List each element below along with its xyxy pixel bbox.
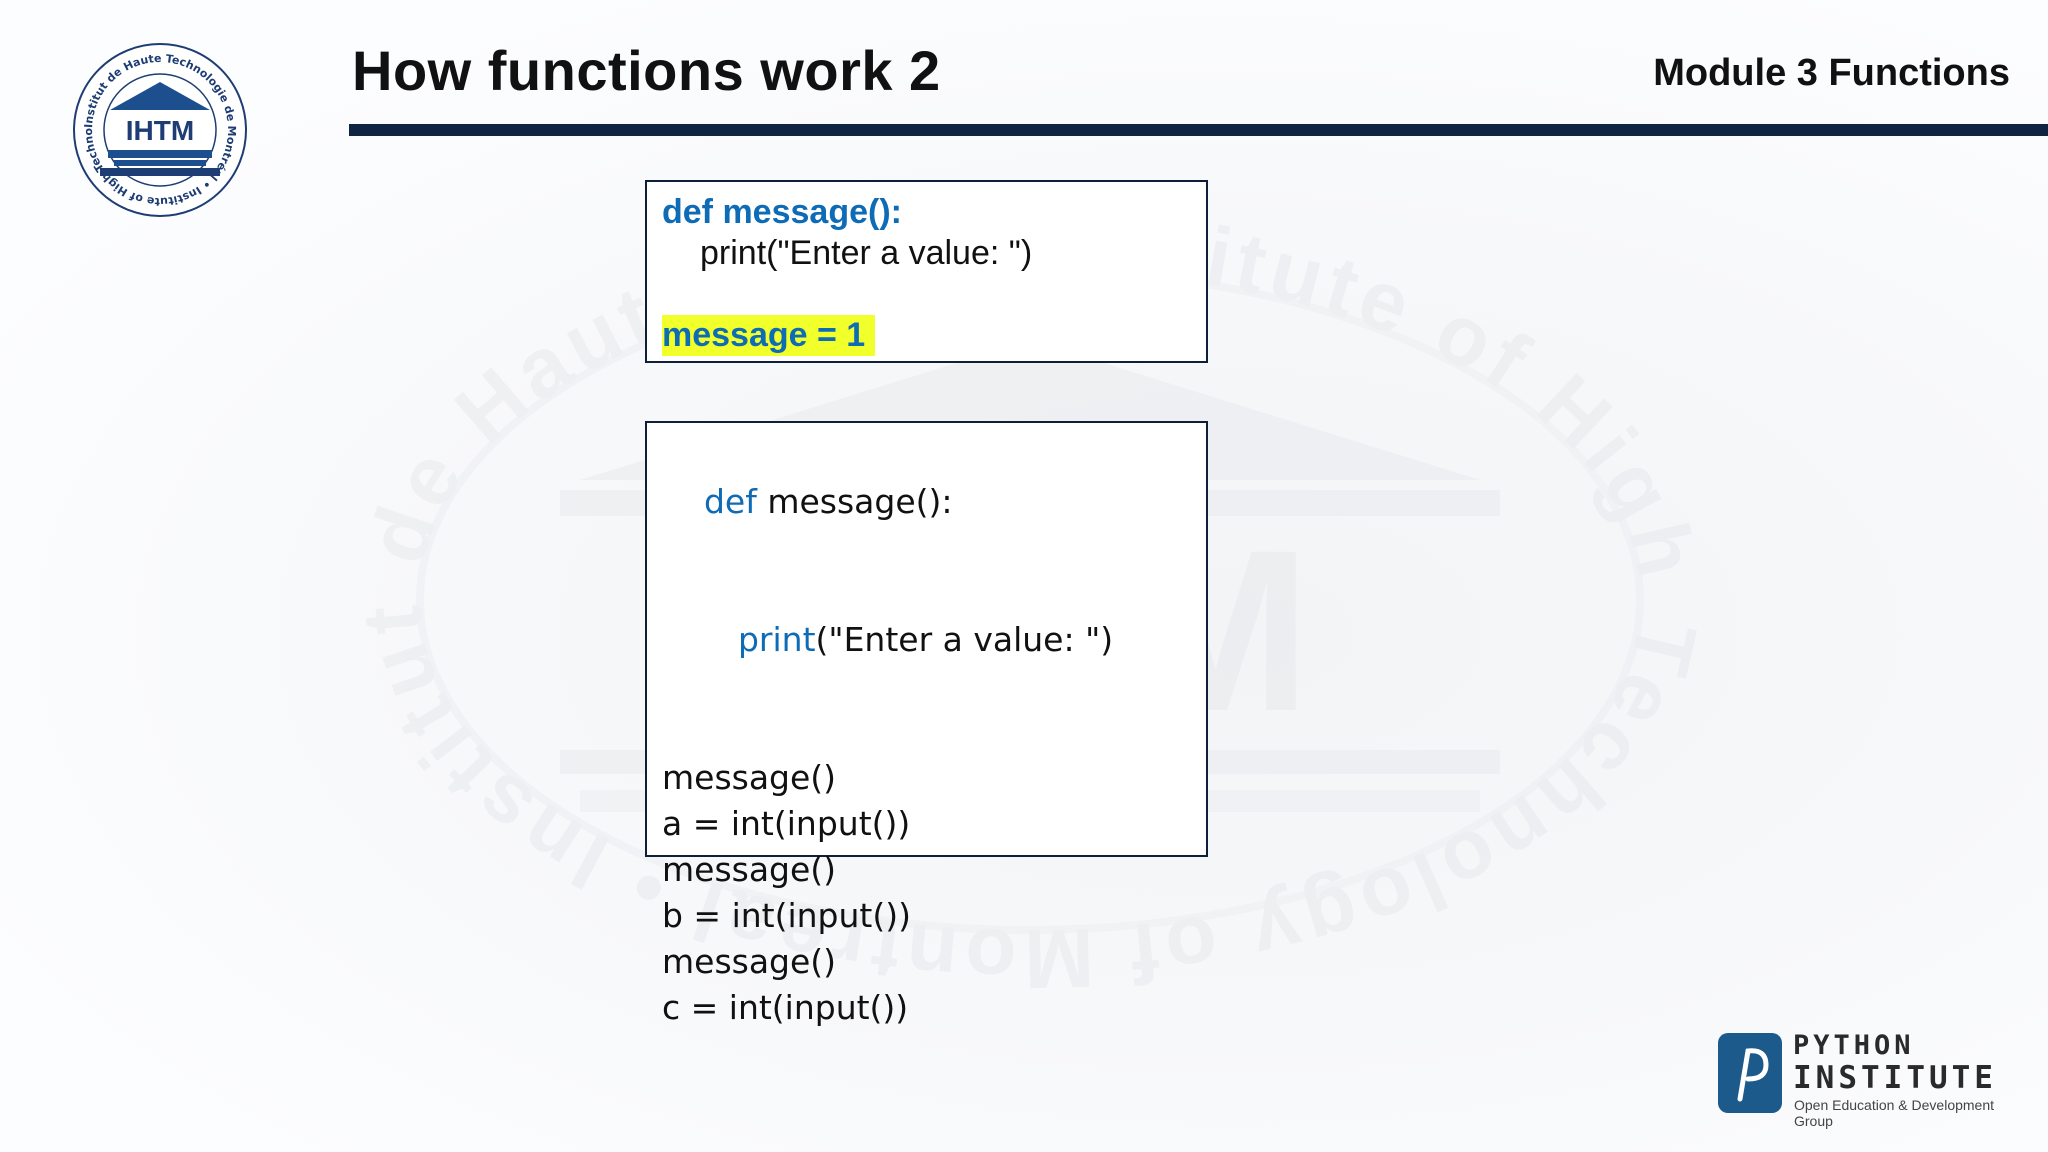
code-blank-line [662,274,1206,315]
code-line-assignment-highlighted: message = 1 [662,315,876,356]
ihtm-logo: Institut de Haute Technologie de Montréa… [70,40,247,217]
python-institute-line2: INSTITUTE [1793,1060,1997,1096]
code-line: message() [662,758,837,797]
title-underline [349,124,2048,136]
code-line: c = int(input()) [662,988,909,1027]
code-line: b = int(input()) [662,896,911,935]
keyword-def: def [703,482,757,521]
code-blank-line [662,709,1206,755]
code-block-top: def message(): print("Enter a value: ") … [645,180,1208,363]
code-line-def: def message(): [662,193,902,231]
python-institute-logo: PYTHON INSTITUTE Open Education & Develo… [1718,1030,2028,1129]
keyword-print: print [737,620,816,659]
def-signature: message(): [756,482,953,521]
code-line-print: print("Enter a value: ") [662,571,1206,709]
code-block-bottom: def message(): print("Enter a value: ") … [645,421,1208,1027]
python-institute-tagline: Open Education & Development Group [1794,1097,1995,1129]
code-line: message() [662,850,837,889]
code-line-print: print("Enter a value: ") [700,234,1033,272]
code-line-def: def message(): [662,433,1206,571]
code-line: a = int(input()) [662,804,911,843]
python-institute-line1: PYTHON [1793,1030,1915,1061]
svg-text:IHTM: IHTM [126,115,194,146]
python-institute-p-icon [1718,1033,1782,1113]
code-line: message() [662,942,837,981]
print-args: ("Enter a value: ") [815,620,1114,659]
module-label: Module 3 Functions [1653,52,2010,94]
page-title: How functions work 2 [352,39,941,102]
